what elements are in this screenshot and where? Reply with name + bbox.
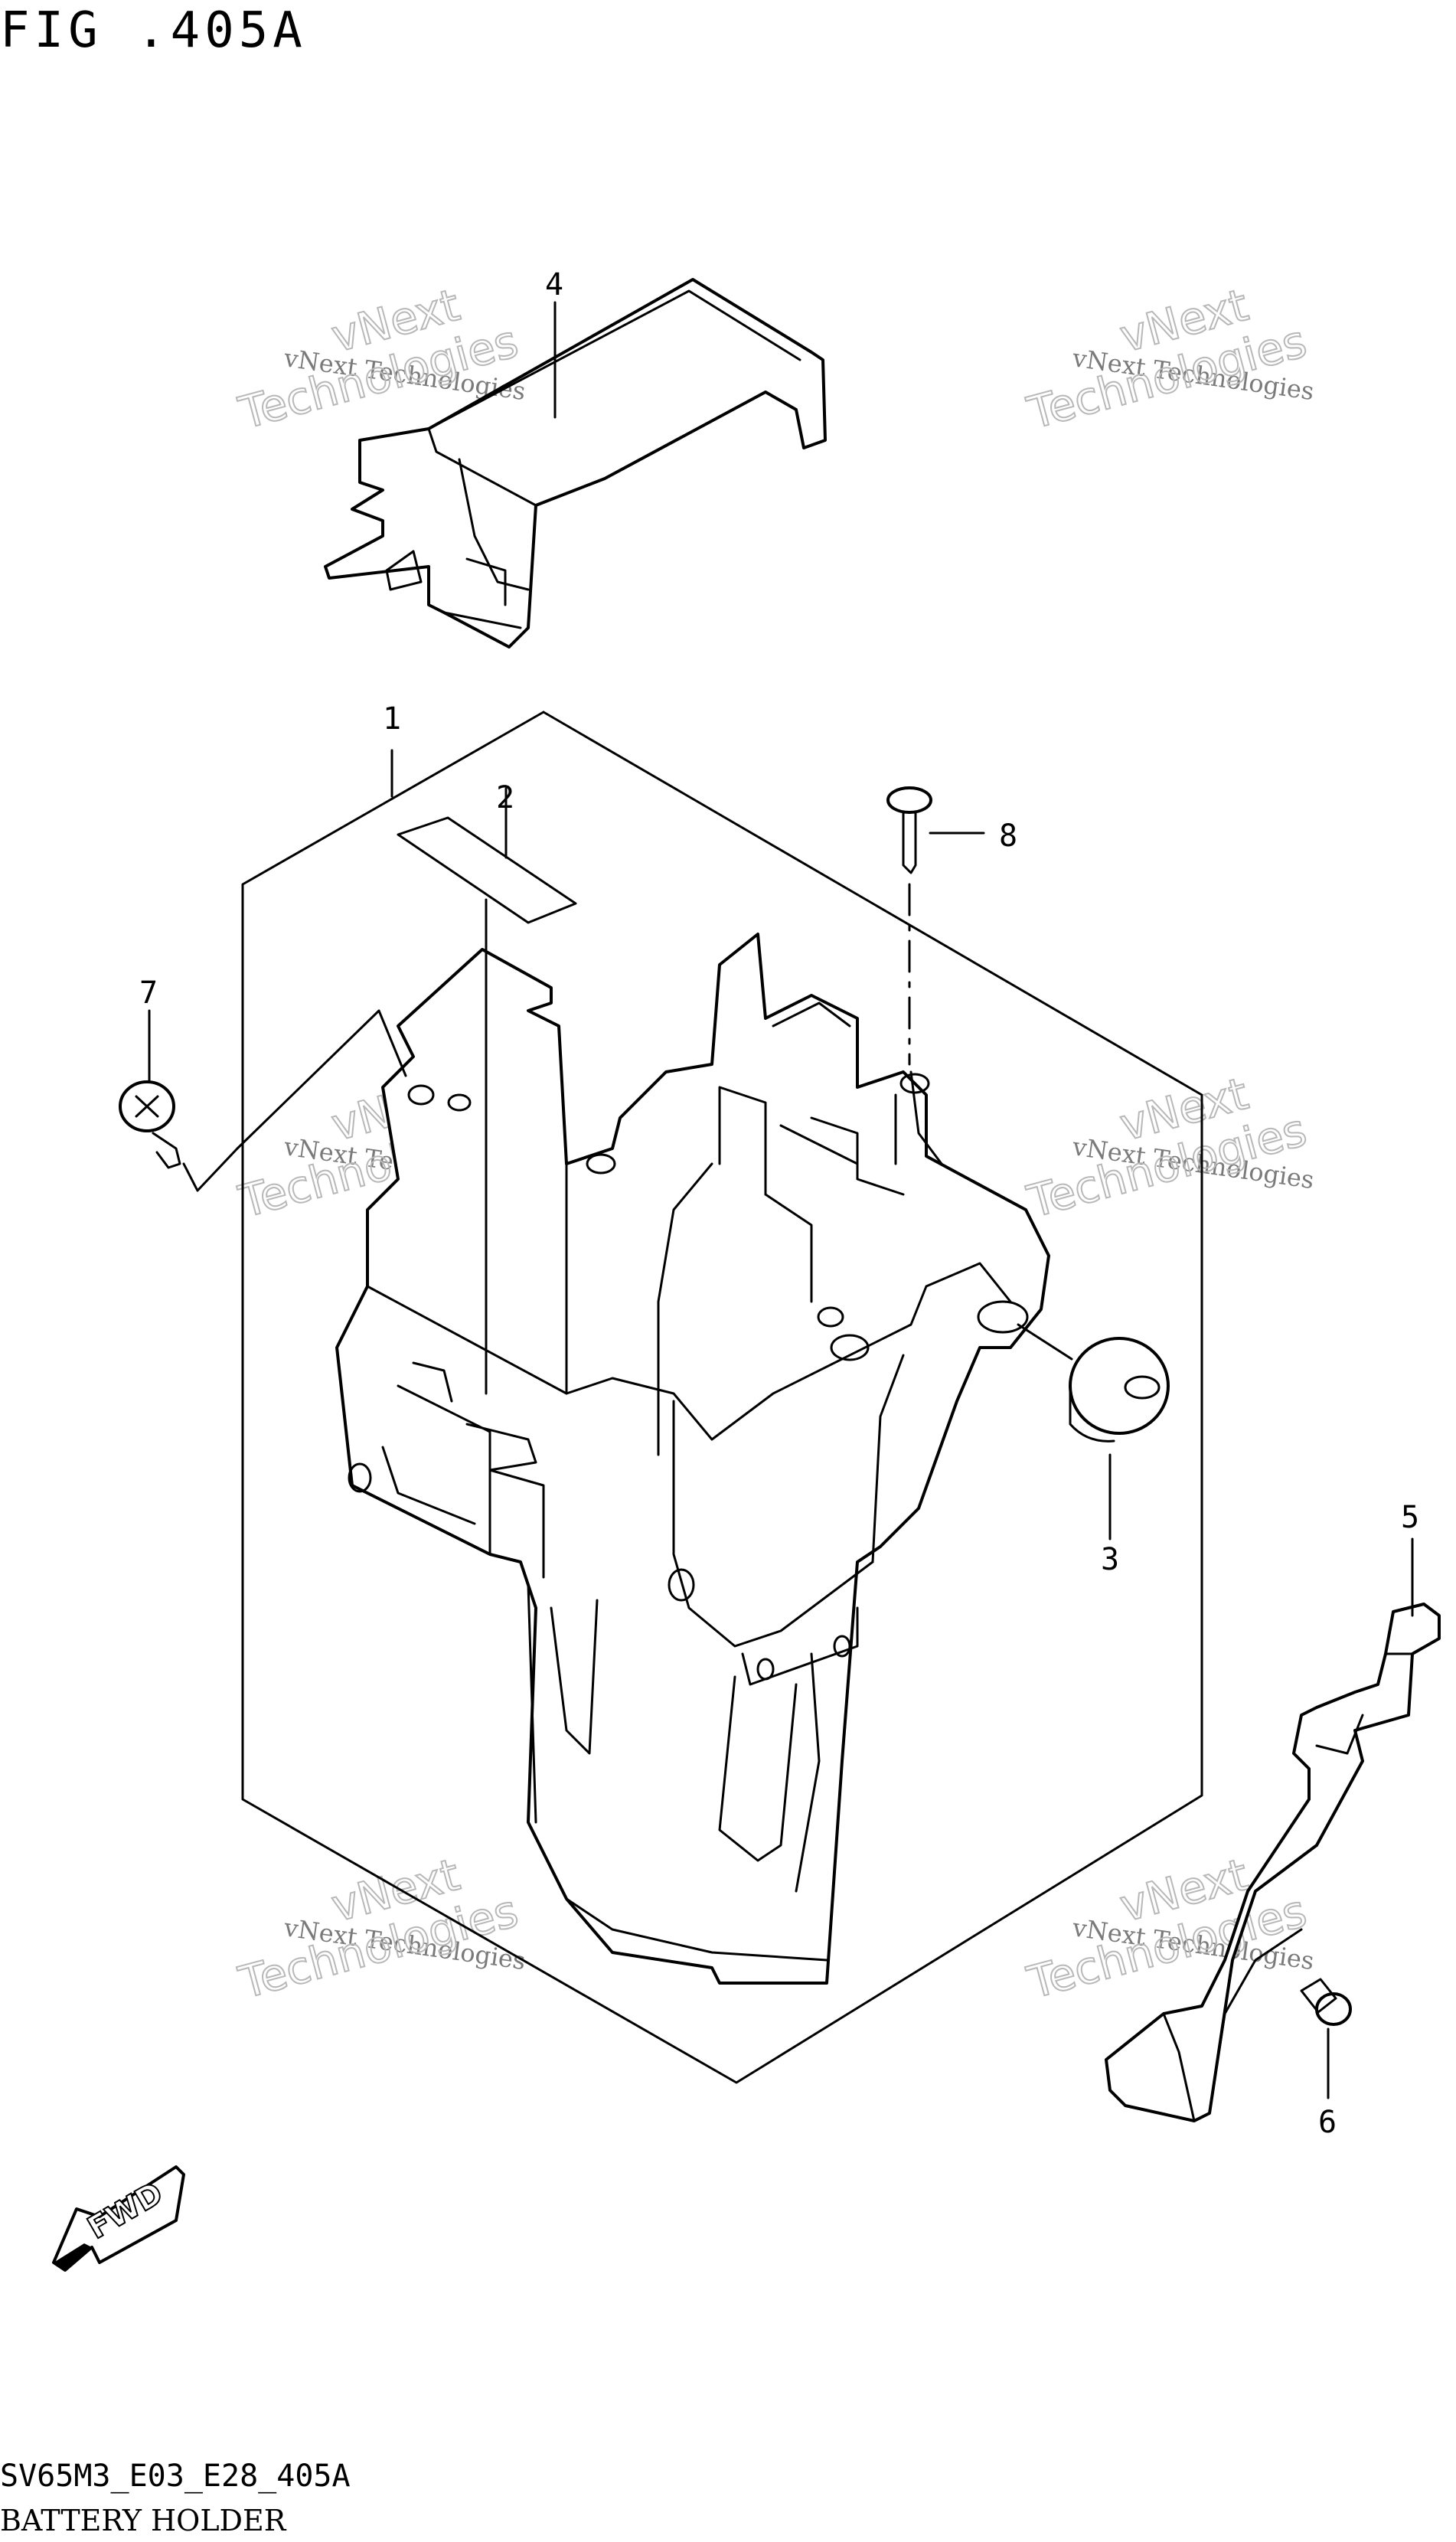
callout-1: 1 <box>383 701 401 737</box>
figure-code: SV65M3_E03_E28_405A <box>0 2459 351 2494</box>
watermark-mid-right: vNext vNext Technologies Technologies <box>1021 1067 1316 1229</box>
watermark-bottom-left: vNext vNext Technologies Technologies <box>233 1848 527 2010</box>
callout-5: 5 <box>1401 1500 1419 1535</box>
part-1-outline <box>241 711 1203 2084</box>
part-6-clip <box>1300 1978 1352 2099</box>
part-7-screw <box>119 1009 407 1192</box>
part-1-battery-holder <box>335 933 1050 1985</box>
callout-2: 2 <box>496 780 514 815</box>
watermark-top-left: vNext vNext Technologies Technologies <box>233 278 527 440</box>
fwd-arrow-icon: FWD <box>52 2165 185 2272</box>
watermark-top-right: vNext vNext Technologies Technologies <box>1021 278 1316 440</box>
callout-3: 3 <box>1101 1542 1119 1577</box>
callout-4: 4 <box>545 267 563 302</box>
part-8-screw <box>886 786 985 1066</box>
callout-7: 7 <box>139 975 158 1011</box>
part-5-side-cover <box>1105 1537 1441 2122</box>
callout-8: 8 <box>999 818 1017 854</box>
figure-name: BATTERY HOLDER <box>0 2504 286 2537</box>
part-3-grommet <box>1017 1323 1170 1541</box>
part-2-label <box>397 787 577 1395</box>
figure-title: FIG .405A <box>0 2 307 59</box>
part-4-bracket <box>324 278 827 649</box>
callout-6: 6 <box>1318 2105 1337 2140</box>
